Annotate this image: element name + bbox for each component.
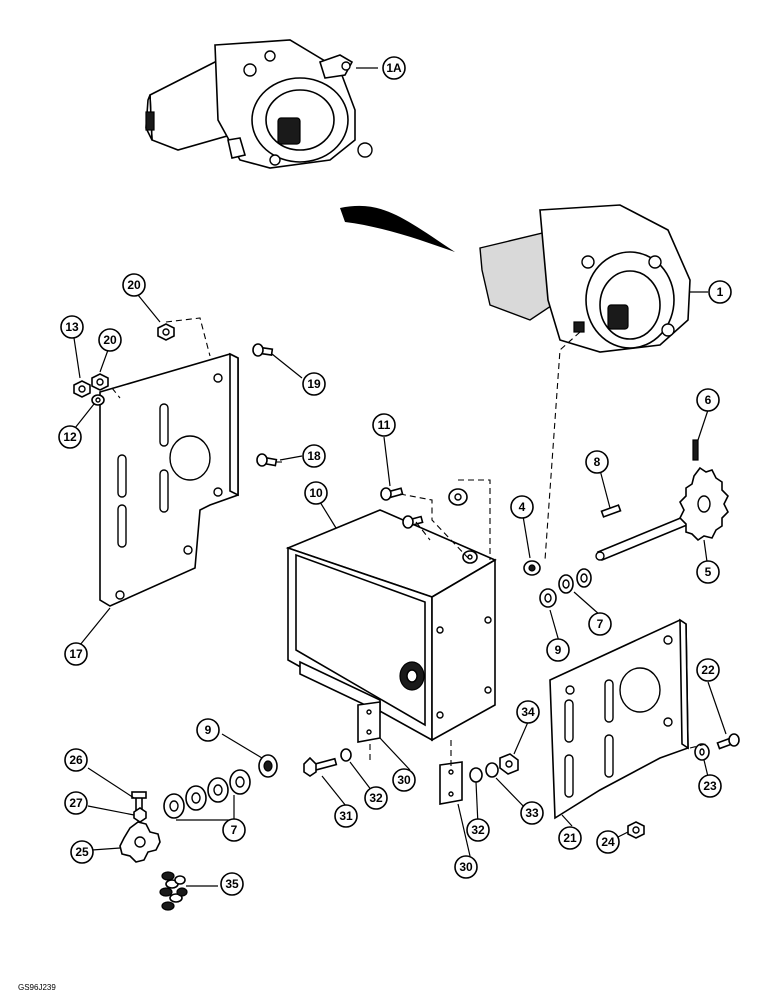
callout-label: 7 <box>231 823 238 837</box>
callout-26: 26 <box>64 748 88 772</box>
callout-13: 13 <box>60 315 84 339</box>
callout-label: 5 <box>705 565 712 579</box>
callout-label: 24 <box>601 835 615 849</box>
motor-1 <box>479 204 691 353</box>
bolt-18 <box>256 453 278 467</box>
callout-label: 12 <box>63 430 77 444</box>
callout-30-second: 30 <box>454 855 478 879</box>
plate-21 <box>549 618 689 820</box>
callout-label: 10 <box>309 486 323 500</box>
right-fasteners <box>627 733 740 839</box>
callout-label: 7 <box>597 617 604 631</box>
callout-31: 31 <box>334 804 358 828</box>
plate-17 <box>99 352 239 607</box>
bolt-19 <box>252 343 274 357</box>
callout-label: 19 <box>307 377 321 391</box>
callout-label: 34 <box>521 705 535 719</box>
callout-label: 33 <box>525 806 539 820</box>
callout-20-second: 20 <box>98 328 122 352</box>
callout-12: 12 <box>58 425 82 449</box>
bolt-31-assembly <box>303 748 519 783</box>
callout-19: 19 <box>302 372 326 396</box>
callout-32-second: 32 <box>466 818 490 842</box>
callout-label: 32 <box>471 823 485 837</box>
drawing-code: GS96J239 <box>18 983 56 992</box>
callout-24: 24 <box>596 830 620 854</box>
callout-32: 32 <box>364 786 388 810</box>
callout-label: 8 <box>594 455 601 469</box>
callout-label: 23 <box>703 779 717 793</box>
callout-20: 20 <box>122 273 146 297</box>
callout-label: 35 <box>225 877 239 891</box>
left-fasteners <box>73 323 175 406</box>
callout-4: 4 <box>510 495 534 519</box>
callout-label: 13 <box>65 320 79 334</box>
bearing-group-right <box>523 560 592 608</box>
blocks-30 <box>357 701 463 805</box>
bolt-11 <box>380 487 424 529</box>
callout-17: 17 <box>64 642 88 666</box>
callout-label: 31 <box>339 809 353 823</box>
callout-label: 4 <box>519 500 526 514</box>
callout-label: 22 <box>701 663 715 677</box>
callout-label: 26 <box>69 753 83 767</box>
callout-33: 33 <box>520 801 544 825</box>
callout-label: 20 <box>127 278 141 292</box>
washer-row-7 <box>163 754 278 819</box>
callout-30: 30 <box>392 768 416 792</box>
housing-10 <box>285 509 497 742</box>
chain-35 <box>159 871 188 911</box>
callout-8: 8 <box>585 450 609 474</box>
dashed-lines <box>111 317 707 766</box>
callout-label: 11 <box>378 418 391 432</box>
transition-arrow <box>340 205 455 252</box>
callout-1A: 1A <box>382 56 406 80</box>
callout-7: 7 <box>588 612 612 636</box>
callout-label: 18 <box>307 449 321 463</box>
callout-label: 17 <box>69 647 83 661</box>
callout-34: 34 <box>516 700 540 724</box>
callout-1: 1 <box>708 280 732 304</box>
callout-11: 11 <box>372 413 396 437</box>
box-washers <box>448 488 478 564</box>
sprocket-6 <box>679 439 729 542</box>
callout-18: 18 <box>302 444 326 468</box>
callout-label: 21 <box>563 831 577 845</box>
callout-label: 30 <box>459 860 473 874</box>
callout-label: 30 <box>397 773 411 787</box>
callout-label: 20 <box>103 333 117 347</box>
callout-10: 10 <box>304 481 328 505</box>
callout-label: 1A <box>386 61 402 75</box>
sprocket-25 <box>119 791 161 863</box>
callout-22: 22 <box>696 658 720 682</box>
callout-label: 9 <box>555 643 562 657</box>
callout-5: 5 <box>696 560 720 584</box>
callout-9-bottom: 9 <box>196 718 220 742</box>
callout-7-bottom: 7 <box>222 818 246 842</box>
callout-label: 9 <box>205 723 212 737</box>
callout-label: 32 <box>369 791 383 805</box>
motor-1a <box>145 39 373 169</box>
callout-9: 9 <box>546 638 570 662</box>
leader-lines <box>73 67 727 887</box>
callout-6: 6 <box>696 388 720 412</box>
key-8 <box>600 504 622 518</box>
callout-label: 27 <box>69 796 83 810</box>
callout-23: 23 <box>698 774 722 798</box>
callout-label: 25 <box>75 845 89 859</box>
callout-label: 1 <box>717 285 724 299</box>
callout-25: 25 <box>70 840 94 864</box>
callout-27: 27 <box>64 791 88 815</box>
callout-label: 6 <box>705 393 712 407</box>
callout-21: 21 <box>558 826 582 850</box>
callout-35: 35 <box>220 872 244 896</box>
